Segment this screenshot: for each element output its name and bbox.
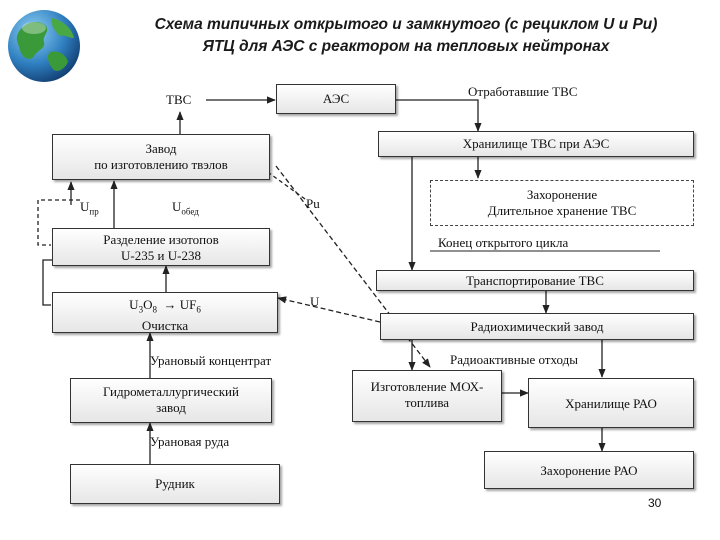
label-u-concentrate: Урановый концентрат [150, 353, 272, 368]
node-hydromet-l1: Гидрометаллургический [103, 384, 239, 399]
label-u-ore: Урановая руда [150, 434, 230, 449]
node-disposal-l2: Длительное хранение ТВС [487, 203, 637, 218]
node-transport: Транспортирование ТВС [376, 270, 694, 291]
label-u-obed-main: U [172, 199, 182, 214]
node-mox: Изготовление МОХ- топлива [352, 370, 502, 422]
node-isotope-l1: Разделение изотопов [103, 232, 219, 247]
label-u-obed: Uобед [172, 199, 199, 220]
node-npp-storage: Хранилище ТВС при АЭС [378, 131, 694, 157]
page-number: 30 [648, 496, 662, 510]
arrow-upr-loop [37, 199, 80, 246]
arrow-aes-to-storage [396, 99, 482, 132]
node-fuel-plant-l1: Завод [145, 141, 177, 156]
node-rao-disposal: Захоронение РАО [484, 451, 694, 489]
node-isotope-separation: Разделение изотопов U-235 и U-238 [52, 228, 270, 266]
node-radiochem: Радиохимический завод [380, 313, 694, 340]
node-radiochem-label: Радиохимический завод [470, 319, 604, 334]
globe-icon [8, 10, 80, 82]
conv-8: 8 [152, 304, 157, 315]
slide-title: Схема типичных открытого и замкнутого (с… [96, 14, 716, 58]
label-u-return: U [310, 294, 320, 309]
node-rao-storage: Хранилище РАО [528, 378, 694, 428]
label-open-cycle-end: Конец открытого цикла [438, 235, 569, 250]
node-rao-disposal-label: Захоронение РАО [540, 463, 638, 478]
node-conversion-l1: U3O8 → UF6 [53, 297, 277, 318]
node-fuel-plant-l2: по изготовлению твэлов [94, 157, 228, 172]
conv-3: 3 [138, 304, 144, 315]
conv-o: O [143, 297, 153, 312]
node-disposal-l1: Захоронение [526, 187, 598, 202]
node-rao-storage-label: Хранилище РАО [565, 396, 657, 411]
arrow-radiochem-u-to-conversion [277, 296, 381, 323]
arrow-mox-to-storage [272, 132, 375, 370]
node-tvs: ТВС [166, 92, 192, 107]
node-mox-l1: Изготовление МОХ- [370, 379, 484, 394]
label-pu: Pu [306, 196, 320, 211]
label-u-pr-main: U [80, 199, 90, 214]
node-hydromet-l2: завод [156, 400, 186, 415]
node-isotope-l2: U-235 и U-238 [121, 248, 201, 263]
node-conversion: U3O8 → UF6 Очистка [52, 292, 278, 333]
node-hydromet: Гидрометаллургический завод [70, 378, 272, 423]
node-npp-storage-label: Хранилище ТВС при АЭС [462, 136, 610, 151]
label-u-obed-sub: обед [181, 206, 199, 217]
node-aes: АЭС [276, 84, 396, 114]
node-mine: Рудник [70, 464, 280, 504]
conv-6: 6 [196, 304, 201, 315]
node-mine-label: Рудник [155, 476, 195, 491]
label-spent-fuel: Отработавшие ТВС [468, 84, 578, 99]
title-line-1: Схема типичных открытого и замкнутого (с… [154, 16, 658, 33]
node-conversion-l2: Очистка [141, 317, 189, 333]
title-line-2: ЯТЦ для АЭС с реактором на тепловых нейт… [202, 38, 610, 55]
conv-arrow: → UF [163, 297, 197, 312]
node-transport-label: Транспортирование ТВС [466, 273, 604, 288]
node-mox-l2: топлива [404, 395, 450, 410]
node-aes-label: АЭС [322, 91, 350, 106]
label-u-pr: Uпр [80, 199, 99, 220]
node-disposal: Захоронение Длительное хранение ТВС [430, 180, 694, 226]
conv-u: U [129, 297, 139, 312]
label-radwaste: Радиоактивные отходы [450, 352, 578, 367]
label-u-pr-sub: пр [89, 206, 99, 217]
node-fuel-plant: Завод по изготовлению твэлов [52, 134, 270, 180]
